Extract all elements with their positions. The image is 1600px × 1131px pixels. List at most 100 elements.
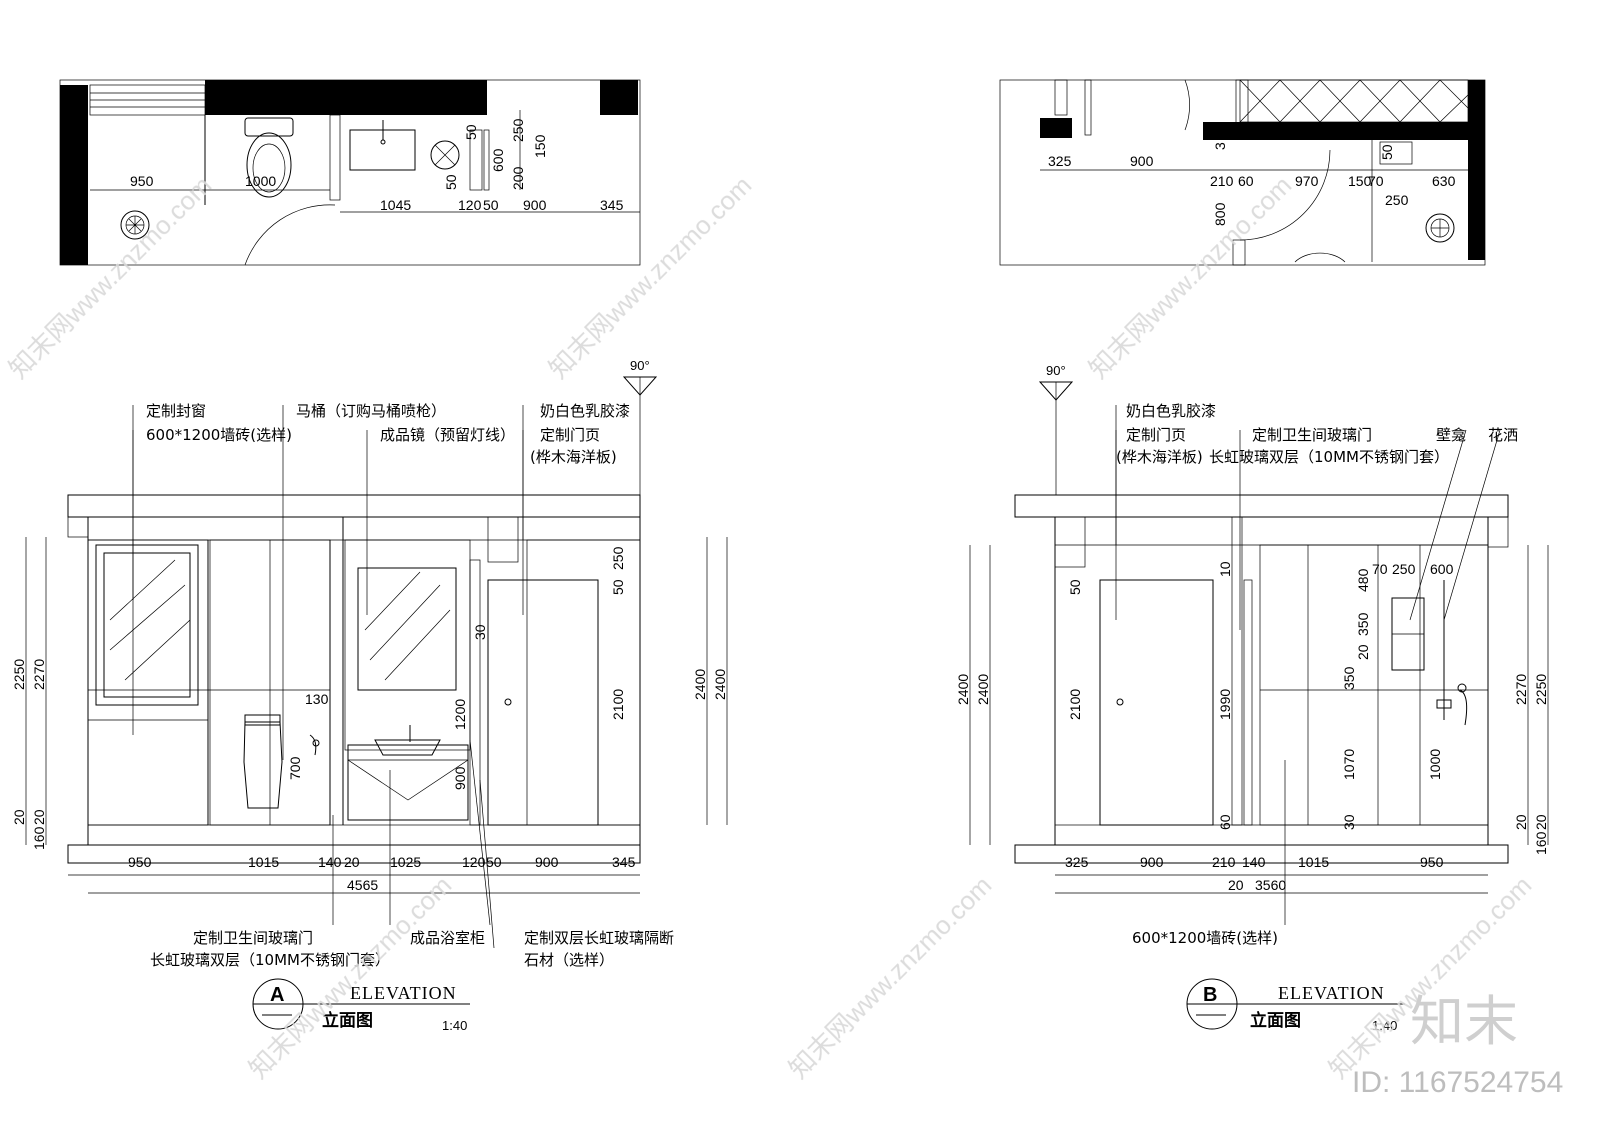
elevation-a: 950 1015 140 20 1025 120 50 900 345 4565… bbox=[11, 358, 728, 1033]
brand-logo: 知末 bbox=[1410, 990, 1518, 1053]
plan-a: 950 1000 1045 120 50 900 345 250 600 150… bbox=[59, 79, 641, 266]
title-en: ELEVATION bbox=[350, 983, 457, 1003]
label-tile: 600*1200墙砖(选样) bbox=[146, 426, 292, 444]
elevation-b: 325 900 210 140 1015 950 20 3560 2400 24… bbox=[955, 363, 1549, 1033]
glass-partition bbox=[469, 559, 481, 826]
door-handle bbox=[504, 698, 512, 706]
glass-door-frame bbox=[1231, 516, 1243, 826]
title-cn-b: 立面图 bbox=[1250, 1010, 1301, 1031]
elev-b-inner-dim: 20 bbox=[1355, 644, 1371, 660]
plan-a-door-swing bbox=[244, 204, 336, 266]
label-glass-door-b: 定制卫生间玻璃门 bbox=[1252, 426, 1372, 444]
plan-a-dim: 250 bbox=[510, 118, 526, 142]
elev-a-left-dim: 20 bbox=[11, 809, 27, 825]
plan-a-dim: 200 bbox=[510, 166, 526, 190]
elev-a-inner-dim: 250 bbox=[610, 546, 626, 570]
plan-b-dim: 250 bbox=[1385, 192, 1409, 208]
plan-b-dim: 3 bbox=[1212, 142, 1228, 150]
elev-a-total-dim: 4565 bbox=[347, 877, 378, 893]
elev-b-right-dim: 160 bbox=[1533, 831, 1549, 855]
elev-a-inner-dim: 1200 bbox=[452, 699, 468, 730]
elev-b-inner-dim: 600 bbox=[1430, 561, 1454, 577]
elev-b-bottom-dim: 325 bbox=[1065, 854, 1089, 870]
elev-a-left-dim: 2250 bbox=[11, 659, 27, 690]
elev-a-bottom-dim: 20 bbox=[344, 854, 360, 870]
plan-b-door-swing bbox=[1239, 149, 1331, 241]
elev-b-right-dim: 2270 bbox=[1513, 674, 1529, 705]
label-door-b: 定制门页 bbox=[1126, 426, 1186, 444]
watermark-layer: 知末网www.znzmo.com 知末网www.znzmo.com 知末网www… bbox=[3, 170, 1537, 1084]
watermark-text: 知末网www.znzmo.com bbox=[543, 170, 757, 384]
elev-b-inner-dim: 10 bbox=[1217, 561, 1233, 577]
plan-b-dim: 970 bbox=[1295, 173, 1319, 189]
title-cn: 立面图 bbox=[322, 1010, 373, 1031]
elev-a-bottom-dim: 140 bbox=[318, 854, 342, 870]
label-cabinet: 成品浴室柜 bbox=[410, 929, 485, 947]
elev-b-right-dim: 2250 bbox=[1533, 674, 1549, 705]
elev-b-inner-dim: 1000 bbox=[1427, 749, 1443, 780]
plan-b-floor-drain-icon bbox=[1425, 213, 1455, 243]
elevation-b-title: B ELEVATION 立面图 1:40 bbox=[1186, 978, 1405, 1033]
elev-a-right-dim: 2400 bbox=[692, 669, 708, 700]
plan-b-wall-right bbox=[1468, 80, 1485, 260]
elev-a-bottom-dim: 950 bbox=[128, 854, 152, 870]
label-glass-door: 定制卫生间玻璃门 bbox=[193, 929, 313, 947]
label-mirror: 成品镜（预留灯线） bbox=[380, 426, 515, 444]
plan-a-dim: 50 bbox=[443, 174, 459, 190]
wood-door-b bbox=[1099, 579, 1214, 826]
label-glass-layer-b: 长虹玻璃双层（10MM不锈钢门套） bbox=[1209, 448, 1449, 466]
plan-a-dim: 1000 bbox=[245, 173, 276, 189]
shower-fixture bbox=[1436, 580, 1468, 726]
plan-b-dim: 325 bbox=[1048, 153, 1072, 169]
label-shower: 花洒 bbox=[1488, 426, 1518, 444]
plan-b-dim: 800 bbox=[1212, 202, 1228, 226]
watermark-text: 知末网www.znzmo.com bbox=[1083, 170, 1297, 384]
level-mark: 90° bbox=[622, 358, 658, 495]
elev-b-right-dim: 20 bbox=[1513, 814, 1529, 830]
level-mark-b: 90° bbox=[1038, 363, 1074, 495]
plan-a-wall-right bbox=[600, 80, 638, 115]
plan-b-wall-top bbox=[1203, 122, 1468, 140]
label-stone: 石材（选样） bbox=[524, 951, 614, 969]
floor-drain-icon bbox=[120, 210, 150, 240]
toilet-elevation bbox=[243, 714, 320, 809]
plan-b-dim: 70 bbox=[1368, 173, 1384, 189]
elev-a-bottom-dim: 50 bbox=[486, 854, 502, 870]
label-niche: 壁龛 bbox=[1436, 426, 1466, 444]
label-partition: 定制双层长虹玻璃隔断 bbox=[524, 929, 674, 947]
elev-a-right-dim: 2400 bbox=[712, 669, 728, 700]
plan-a-dim: 120 bbox=[458, 197, 482, 213]
plan-a-dim: 345 bbox=[600, 197, 624, 213]
elev-b-inner-dim: 350 bbox=[1355, 612, 1371, 636]
elev-b-total-dim: 3560 bbox=[1255, 877, 1286, 893]
plan-a-dim: 600 bbox=[490, 148, 506, 172]
elev-b-bottom-dim: 900 bbox=[1140, 854, 1164, 870]
ceiling-slab-b bbox=[1014, 494, 1509, 518]
door-handle-b bbox=[1116, 698, 1124, 706]
level-mark-label: 90° bbox=[630, 358, 650, 373]
elev-a-left-dim: 20 bbox=[31, 809, 47, 825]
elev-b-inner-dim: 2100 bbox=[1067, 689, 1083, 720]
elev-b-left-dim: 2400 bbox=[955, 674, 971, 705]
elev-a-bottom-dim: 1015 bbox=[248, 854, 279, 870]
label-glass-layer: 长虹玻璃双层（10MM不锈钢门套） bbox=[150, 951, 390, 969]
elev-b-bottom-dim: 950 bbox=[1420, 854, 1444, 870]
plan-a-wall-left bbox=[60, 85, 88, 265]
window-frame bbox=[95, 544, 199, 706]
elev-a-inner-dim: 130 bbox=[305, 691, 329, 707]
label-door-material-b: (桦木海洋板) bbox=[1116, 448, 1203, 466]
plan-a-dim: 900 bbox=[523, 197, 547, 213]
elev-a-inner-dim: 50 bbox=[610, 579, 626, 595]
watermark-text: 知末网www.znzmo.com bbox=[783, 870, 997, 1084]
tile-wall-b bbox=[1259, 544, 1489, 826]
elev-a-inner-dim: 2100 bbox=[610, 689, 626, 720]
title-en-b: ELEVATION bbox=[1278, 983, 1385, 1003]
plan-b-dim: 900 bbox=[1130, 153, 1154, 169]
elev-a-bottom-dim: 1025 bbox=[390, 854, 421, 870]
elev-a-bottom-dim: 345 bbox=[612, 854, 636, 870]
vanity-cabinet bbox=[347, 725, 469, 821]
label-paint: 奶白色乳胶漆 bbox=[540, 402, 630, 420]
ceiling-slab bbox=[67, 494, 641, 518]
title-letter: A bbox=[270, 984, 284, 1006]
